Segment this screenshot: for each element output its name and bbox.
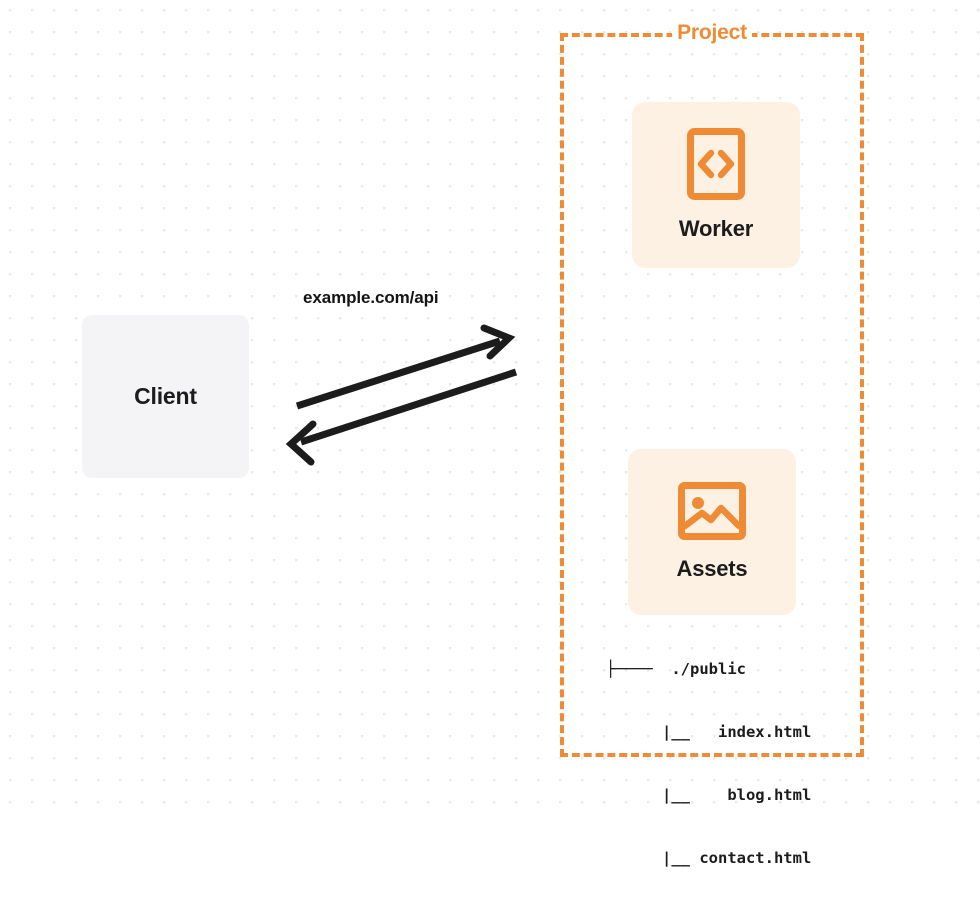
code-brackets-icon <box>687 128 745 200</box>
file-tree-row: |__ index.html <box>606 723 812 741</box>
file-tree-row: |__ blog.html <box>606 786 812 804</box>
worker-label: Worker <box>678 216 754 241</box>
request-arrow <box>295 324 516 410</box>
request-url-label: example.com/api <box>303 288 439 307</box>
response-arrow <box>285 368 518 466</box>
assets-node[interactable]: Assets <box>628 449 796 615</box>
file-tree-row: ├──── ./public <box>606 660 746 678</box>
assets-label: Assets <box>676 556 748 581</box>
client-node[interactable]: Client <box>82 315 249 478</box>
diagram-canvas: Client Project Worker Assets ├──── ./p <box>0 0 980 867</box>
client-label: Client <box>134 383 197 409</box>
worker-node[interactable]: Worker <box>632 102 800 268</box>
assets-file-tree: ├──── ./public |__ index.html |__ blog.h… <box>606 617 812 911</box>
image-icon <box>678 482 746 540</box>
file-tree-row: |__ contact.html <box>606 849 812 867</box>
